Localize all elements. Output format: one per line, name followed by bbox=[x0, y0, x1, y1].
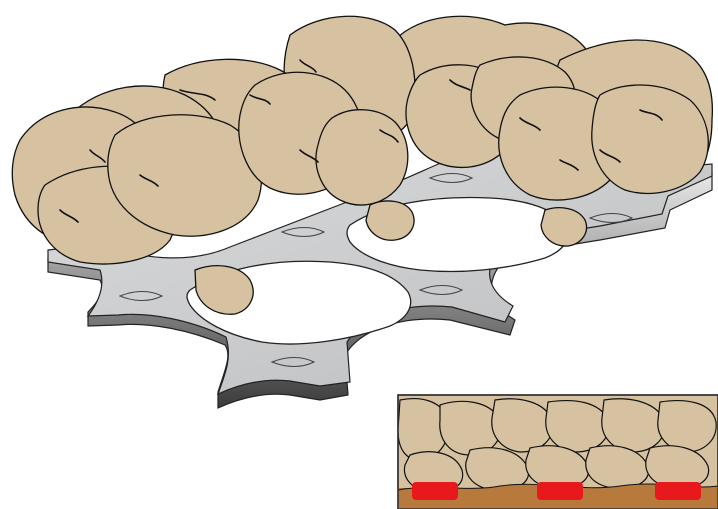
cross-section-inset bbox=[398, 395, 718, 509]
inset-rib-2 bbox=[537, 482, 583, 500]
inset-rib-3 bbox=[655, 482, 701, 500]
inset-rib-1 bbox=[412, 482, 458, 500]
